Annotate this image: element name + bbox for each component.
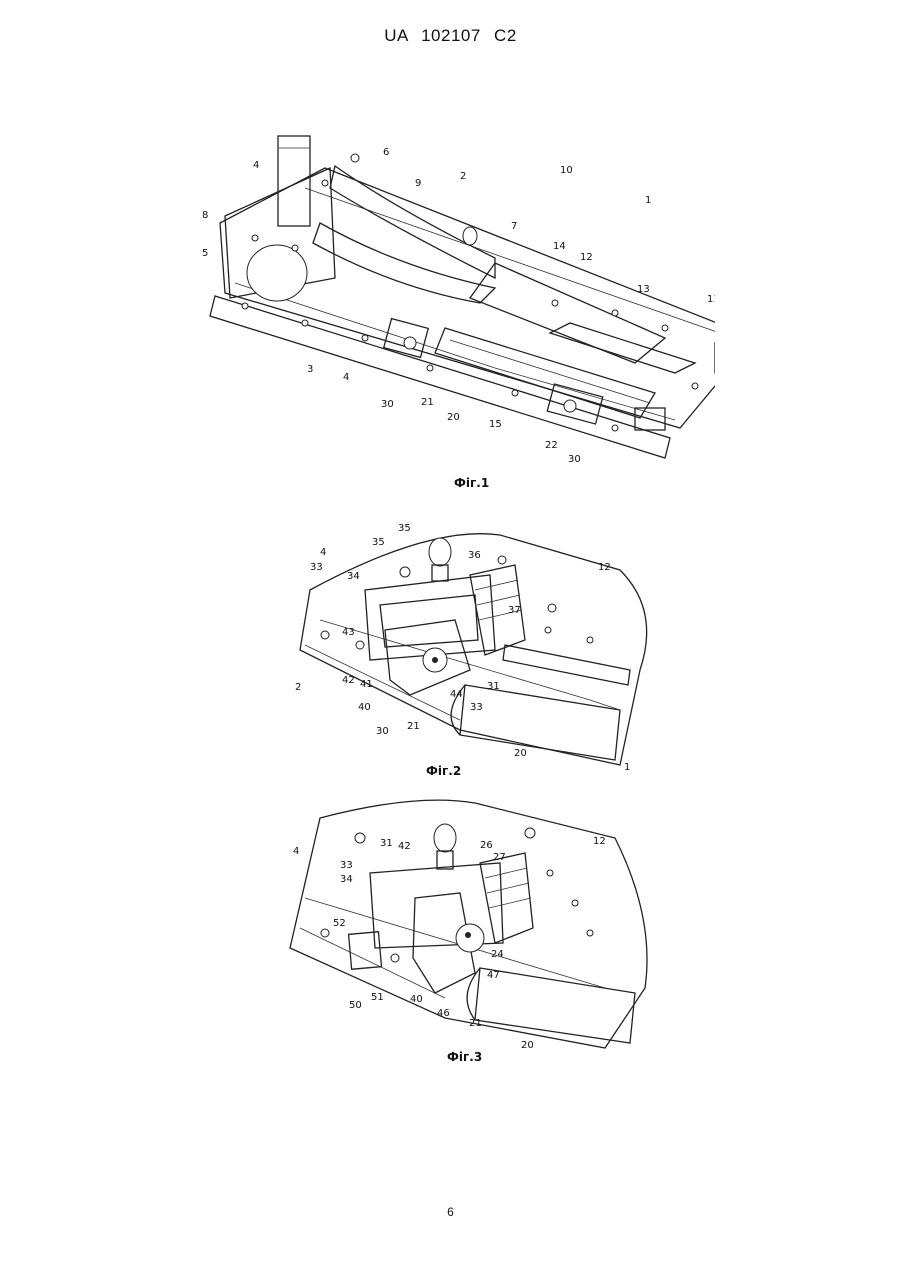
fig1-label: 22 bbox=[545, 440, 558, 451]
fig2-label: 4 bbox=[320, 547, 326, 558]
figure-3-caption: Фіг.3 bbox=[447, 1050, 482, 1064]
fig2-label: 42 bbox=[342, 675, 355, 686]
fig1-label: 20 bbox=[447, 412, 460, 423]
figure-3: 4 31 42 26 27 12 33 34 52 24 47 40 46 21… bbox=[285, 798, 665, 1053]
fig1-label: 21 bbox=[421, 397, 434, 408]
fig1-label: 8 bbox=[202, 210, 208, 221]
fig3-label: 21 bbox=[469, 1018, 482, 1029]
fig3-label: 24 bbox=[491, 949, 504, 960]
fig1-label: 12 bbox=[580, 252, 593, 263]
fig2-label: 43 bbox=[342, 627, 355, 638]
page-number: 6 bbox=[0, 1205, 901, 1219]
fig2-label: 41 bbox=[360, 679, 373, 690]
fig1-label: 15 bbox=[489, 419, 502, 430]
fig3-label: 31 bbox=[380, 838, 393, 849]
fig3-label: 27 bbox=[493, 852, 506, 863]
fig3-label: 12 bbox=[593, 836, 606, 847]
figure-2-caption: Фіг.2 bbox=[426, 764, 461, 778]
fig2-label: 31 bbox=[487, 681, 500, 692]
fig1-label: 5 bbox=[202, 248, 208, 259]
fig1-label: 9 bbox=[415, 178, 421, 189]
fig3-label: 34 bbox=[340, 874, 353, 885]
fig1-label: 4 bbox=[343, 372, 349, 383]
figure-1-drawing: 4 6 2 10 1 9 8 5 7 14 12 13 11 3 4 30 21… bbox=[195, 128, 715, 473]
fig2-label: 21 bbox=[407, 721, 420, 732]
document-header: UA 102107 C2 bbox=[0, 26, 901, 46]
figure-2: 35 35 4 36 12 33 34 37 43 2 42 41 44 31 … bbox=[290, 520, 660, 770]
fig3-label: 26 bbox=[480, 840, 493, 851]
fig3-label: 40 bbox=[410, 994, 423, 1005]
fig2-label: 40 bbox=[358, 702, 371, 713]
fig2-label: 44 bbox=[450, 689, 463, 700]
fig2-label: 12 bbox=[598, 562, 611, 573]
fig2-label: 33 bbox=[310, 562, 323, 573]
fig1-label: 6 bbox=[383, 147, 389, 158]
fig3-label: 50 bbox=[349, 1000, 362, 1011]
fig2-label: 2 bbox=[295, 682, 301, 693]
fig3-label: 42 bbox=[398, 841, 411, 852]
figure-1-caption: Фіг.1 bbox=[454, 476, 489, 490]
fig3-label: 33 bbox=[340, 860, 353, 871]
fig3-label: 4 bbox=[293, 846, 299, 857]
figure-3-drawing: 4 31 42 26 27 12 33 34 52 24 47 40 46 21… bbox=[285, 798, 665, 1053]
fig2-label: 1 bbox=[624, 762, 630, 770]
fig3-label: 20 bbox=[521, 1040, 534, 1051]
fig3-label: 47 bbox=[487, 970, 500, 981]
fig2-label: 33 bbox=[470, 702, 483, 713]
figure-2-drawing: 35 35 4 36 12 33 34 37 43 2 42 41 44 31 … bbox=[290, 520, 660, 770]
fig1-label: 2 bbox=[460, 171, 466, 182]
fig2-label: 36 bbox=[468, 550, 481, 561]
fig1-label: 4 bbox=[253, 160, 259, 171]
fig1-label: 14 bbox=[553, 241, 566, 252]
fig2-label: 37 bbox=[508, 605, 521, 616]
figure-1: 4 6 2 10 1 9 8 5 7 14 12 13 11 3 4 30 21… bbox=[195, 128, 715, 473]
fig1-label: 10 bbox=[560, 165, 573, 176]
fig2-label: 34 bbox=[347, 571, 360, 582]
fig1-label: 30 bbox=[568, 454, 581, 465]
fig2-label: 20 bbox=[514, 748, 527, 759]
fig1-label: 11 bbox=[707, 294, 715, 305]
fig1-label: 7 bbox=[511, 221, 517, 232]
fig2-label: 35 bbox=[398, 523, 411, 534]
fig1-label: 1 bbox=[645, 195, 651, 206]
drum-element bbox=[247, 245, 307, 301]
fig2-label: 30 bbox=[376, 726, 389, 737]
fig1-label: 13 bbox=[637, 284, 650, 295]
fig1-label: 30 bbox=[381, 399, 394, 410]
fig2-label: 35 bbox=[372, 537, 385, 548]
fig3-label: 52 bbox=[333, 918, 346, 929]
fig3-label: 46 bbox=[437, 1008, 450, 1019]
fig3-label: 51 bbox=[371, 992, 384, 1003]
fig1-label: 3 bbox=[307, 364, 313, 375]
